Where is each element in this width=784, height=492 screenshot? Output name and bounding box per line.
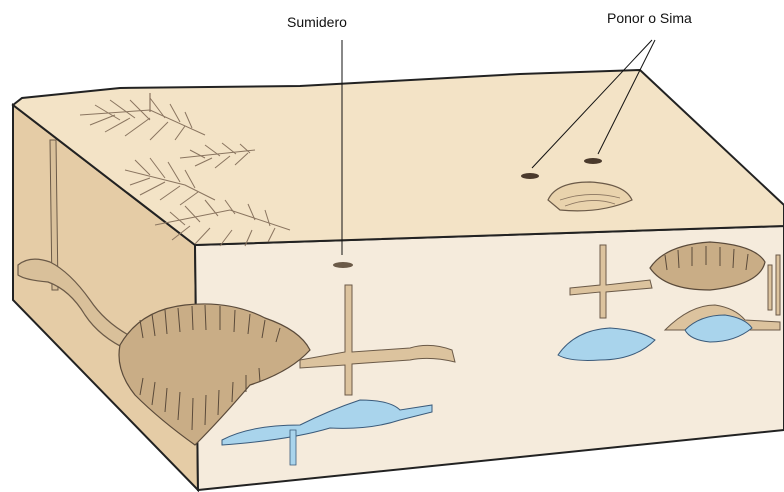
ponor-2 bbox=[584, 158, 602, 164]
sinkhole-mark bbox=[333, 262, 353, 268]
ponor-1 bbox=[521, 173, 539, 179]
water-drip-stem bbox=[290, 430, 296, 465]
